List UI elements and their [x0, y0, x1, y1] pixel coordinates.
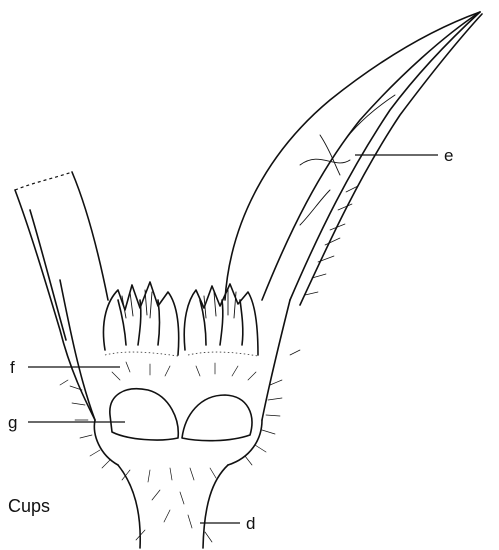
dotted-levels [105, 352, 258, 356]
florets [103, 282, 258, 355]
caption: Cups [8, 496, 50, 516]
left-bract [15, 172, 108, 420]
label-f: f [10, 358, 15, 377]
label-g: g [8, 413, 17, 432]
label-e: e [444, 146, 453, 165]
label-d: d [246, 514, 255, 533]
labels: e f g d [8, 146, 453, 533]
stem [118, 465, 228, 548]
cupule-hairs [60, 350, 300, 542]
leader-lines [28, 155, 438, 523]
ovaries [110, 389, 252, 441]
